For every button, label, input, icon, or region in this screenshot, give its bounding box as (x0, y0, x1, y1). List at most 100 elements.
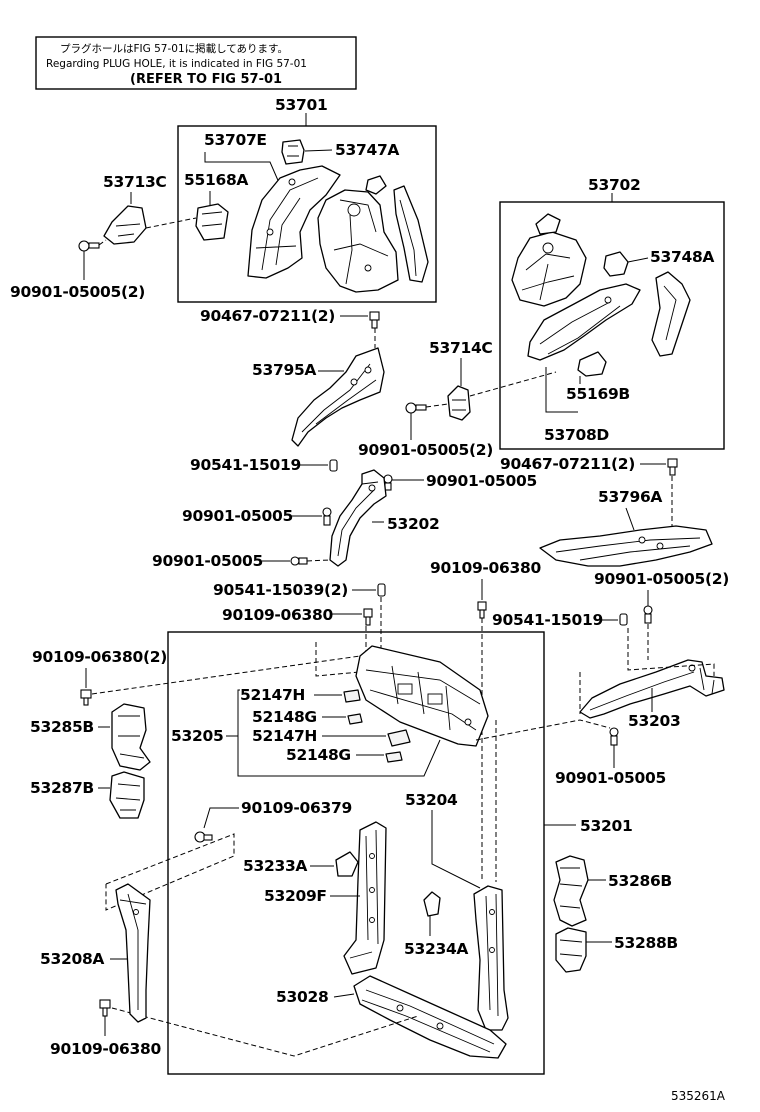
part-52147H-clip-a (343, 689, 361, 703)
label-53748A: 53748A (650, 248, 714, 266)
part-53209F-side-support (343, 821, 387, 975)
label-53796A: 53796A (598, 488, 662, 506)
part-53748A-bracket (603, 251, 629, 277)
label-53714C: 53714C (429, 339, 493, 357)
label-53204: 53204 (405, 791, 458, 809)
clip-90541-15019-a (329, 459, 338, 472)
group-53795A: 90467-07211(2) 53795A (200, 307, 385, 447)
label-53208A: 53208A (40, 950, 104, 968)
label-90901-05005-2-a: 90901-05005(2) (10, 283, 145, 301)
part-53285B-seal (111, 703, 151, 771)
label-90109-06379: 90109-06379 (241, 799, 352, 817)
frame-53702 (499, 201, 725, 450)
label-52147H-b: 52147H (252, 727, 317, 745)
label-53713C: 53713C (103, 173, 167, 191)
part-side-rail (393, 185, 429, 283)
clip-90541-15039 (377, 583, 386, 597)
label-53201: 53201 (580, 817, 632, 835)
label-53288B: 53288B (614, 934, 678, 952)
figure-code: 535261A (671, 1089, 726, 1103)
bolt-90467-07211-a (369, 311, 380, 329)
part-53204-side-support (473, 885, 509, 1031)
part-52148G-clip-b (385, 751, 403, 763)
label-53747A: 53747A (335, 141, 399, 159)
part-53288B-seal (555, 927, 587, 973)
part-55169B-bracket (577, 351, 607, 377)
label-90109-06380-2: 90109-06380(2) (32, 648, 167, 666)
label-90541-15039-2: 90541-15039(2) (213, 581, 348, 599)
part-53028-lower-crossmember (353, 975, 507, 1059)
label-53286B: 53286B (608, 872, 672, 890)
group-53713C: 53713C 90901-05005(2) (10, 173, 197, 301)
label-90901-05005-b: 90901-05005 (426, 472, 537, 490)
bolt-90901-05005-right (643, 605, 653, 624)
group-53202: 90541-15019 90901-05005 90901-05005 5320… (152, 456, 537, 570)
group-53796A: 90467-07211(2) 53796A (500, 455, 713, 567)
part-rh-side-rail (651, 271, 691, 357)
label-53708D: 53708D (544, 426, 609, 444)
label-53707E: 53707E (204, 131, 267, 149)
label-90541-15019-a: 90541-15019 (190, 456, 301, 474)
label-53202: 53202 (387, 515, 439, 533)
label-90901-05005-2-b: 90901-05005(2) (358, 441, 493, 459)
part-53205-upper-support (355, 645, 489, 747)
label-53234A: 53234A (404, 940, 468, 958)
label-55169B: 55169B (566, 385, 630, 403)
label-53701: 53701 (275, 96, 327, 114)
label-53287B: 53287B (30, 779, 94, 797)
part-53287B-seal (109, 771, 145, 819)
label-90541-15019-b: 90541-15019 (492, 611, 603, 629)
group-53714C: 53714C 90901-05005(2) (358, 339, 557, 459)
label-90109-06380-b: 90109-06380 (222, 606, 333, 624)
part-53208A-side-support (115, 883, 151, 1023)
label-55168A: 55168A (184, 171, 248, 189)
bolt-90109-06380-lower (99, 999, 111, 1017)
group-53201: 53201 52147H 52148G 52147H 52148G 53205 … (105, 597, 633, 1075)
label-52148G-b: 52148G (286, 746, 351, 764)
frame-53201 (167, 631, 545, 1075)
label-90901-05005-2-c: 90901-05005(2) (594, 570, 729, 588)
note-japanese: プラグホールはFIG 57-01に掲載してあります。 (60, 42, 288, 55)
part-53233A-bracket (335, 851, 359, 877)
label-52147H-a: 52147H (240, 686, 305, 704)
bolt-90109-06380-left (363, 608, 373, 626)
right-side-parts: 53203 90901-05005 53286B 53288B (475, 624, 725, 973)
label-53028: 53028 (276, 988, 328, 1006)
label-90467-07211-2-a: 90467-07211(2) (200, 307, 335, 325)
label-53233A: 53233A (243, 857, 307, 875)
label-53795A: 53795A (252, 361, 316, 379)
part-53234A-bracket (423, 891, 441, 917)
central-fasteners: 90109-06380 90541-15039(2) 90109-06380 9… (213, 559, 729, 629)
label-52148G-a: 52148G (252, 708, 317, 726)
label-90109-06380-a: 90109-06380 (430, 559, 541, 577)
part-rh-apron (527, 283, 641, 361)
bolt-90901-05005-2-left (78, 240, 100, 252)
group-53702: 53702 53748A 55169B 53708D (499, 176, 725, 450)
part-53707E-apron (247, 165, 341, 279)
part-52148G-clip-a (347, 713, 363, 725)
label-90901-05005-d: 90901-05005 (555, 769, 666, 787)
part-53202-bracket (329, 469, 387, 567)
bolt-90901-05005-2-mid (405, 402, 427, 414)
part-53747A-bracket (281, 139, 305, 165)
bolt-90467-07211-b (667, 458, 678, 476)
bolt-90901-05005-lower-right (609, 727, 619, 746)
label-53209F: 53209F (264, 887, 327, 905)
bolt-90109-06379 (194, 831, 213, 843)
label-90467-07211-2-b: 90467-07211(2) (500, 455, 635, 473)
bolt-90901-05005-top (383, 474, 393, 491)
label-90109-06380-c: 90109-06380 (50, 1040, 161, 1058)
part-53714C-bracket (447, 385, 471, 421)
left-side-parts: 90109-06380(2) 53285B 53287B 53208A 9010… (30, 648, 361, 1058)
frame-53701 (177, 125, 437, 303)
bolt-90109-06380-center (477, 601, 487, 619)
group-53701: 53701 53707E 53747A 55168A (177, 96, 437, 303)
part-52147H-clip-b (387, 729, 411, 747)
bolt-90901-05005-left (322, 507, 332, 526)
part-53795A-reinforcement (291, 347, 385, 447)
label-90901-05005-a: 90901-05005 (182, 507, 293, 525)
bolt-90901-05005-low (290, 556, 308, 566)
clip-90541-15019-b (619, 613, 628, 626)
label-53205: 53205 (171, 727, 223, 745)
